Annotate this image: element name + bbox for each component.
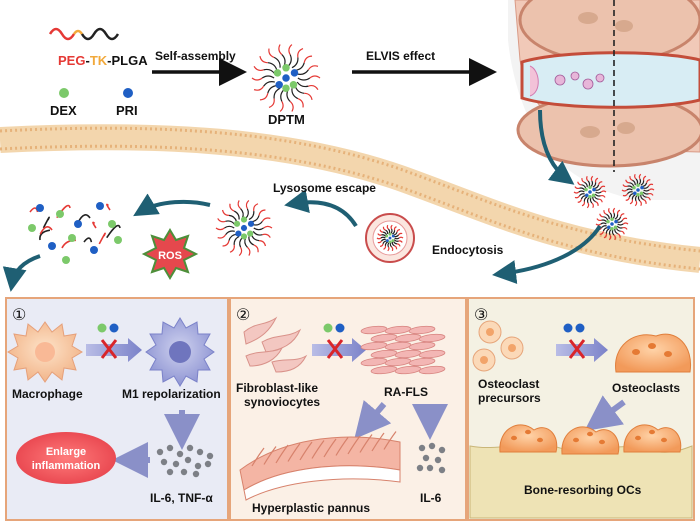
pannus-fibers-icon (251, 431, 397, 467)
bone-resorbing-osteoclasts-icon (499, 424, 682, 455)
disassembled-micelle-icon (28, 202, 122, 264)
macrophage-icon (7, 321, 83, 383)
tk-label: TK (90, 53, 108, 68)
blocked-arrow (312, 338, 366, 362)
joint-to-micelles-arrow (538, 109, 575, 185)
cytokine-dots-icon (156, 444, 214, 478)
dex-dot-icon (323, 323, 333, 333)
block-x-icon (568, 339, 586, 359)
polymer-chain-icon (48, 27, 120, 41)
enlarge-label: Enlarge (46, 446, 86, 458)
ros-star-icon (141, 228, 199, 280)
panel3-number: ③ (474, 307, 488, 324)
micelle-icon (215, 199, 273, 257)
plga-label: PLGA (112, 53, 149, 68)
pannus-arrow (354, 400, 392, 440)
lysosome-escape-arrow (284, 189, 358, 228)
blocked-arrow (556, 338, 608, 362)
pannus-tissue-icon (239, 436, 401, 501)
il6-dots-icon (416, 442, 446, 474)
pri-dot-icon (109, 323, 119, 333)
inflammation-label: inflammation (32, 460, 101, 472)
osteoclast-precursor-icon (472, 320, 524, 372)
bone-resorption-arrow (584, 395, 626, 432)
micelle-icon (376, 224, 404, 252)
macrophage-label: Macrophage (12, 387, 83, 401)
polymer-label: PEG-TK-PLGA (58, 53, 148, 68)
pri-dot-icon (575, 323, 585, 333)
rafls-label: RA-FLS (384, 385, 428, 399)
micelle-icon (595, 207, 629, 241)
self-assembly-label: Self-assembly (155, 49, 236, 63)
joint-illustration (508, 0, 700, 200)
dptm-micelle-icon (251, 44, 321, 112)
pri-dot-icon (563, 323, 573, 333)
m1-label: M1 repolarization (122, 387, 221, 401)
il6-label: IL-6 (420, 491, 442, 505)
micelle-icon (621, 173, 655, 207)
osteoclasts-label: Osteoclasts (612, 381, 680, 395)
micelle-icon (573, 175, 607, 209)
disassembly-arrow (133, 193, 211, 217)
block-x-icon (326, 339, 344, 359)
bone-surface (469, 443, 693, 519)
peg-label: PEG (58, 53, 85, 68)
pri-dot-icon (123, 88, 133, 98)
inflammation-blob (16, 432, 116, 484)
lysosome-escape-label: Lysosome escape (273, 181, 376, 195)
ra-fls-cells-icon (360, 325, 446, 375)
fibroblast-cells-icon (243, 316, 308, 373)
release-arrow (2, 254, 41, 292)
dptm-label: DPTM (268, 112, 305, 127)
dex-label: DEX (50, 103, 77, 118)
m1-macrophage-icon (145, 317, 215, 387)
block-x-icon (100, 339, 118, 359)
dex-dot-icon (59, 88, 69, 98)
endocytosis-arrow (492, 224, 602, 285)
pri-label: PRI (116, 103, 138, 118)
precursors-label-line2: precursors (478, 391, 541, 405)
elvis-label: ELVIS effect (366, 49, 435, 63)
dex-dot-icon (97, 323, 107, 333)
fls-label-line2: synoviocytes (244, 395, 320, 409)
cytokines-label: IL-6, TNF-α (150, 491, 213, 505)
fls-label-line1: Fibroblast-like (236, 381, 318, 395)
pannus-label: Hyperplastic pannus (252, 501, 370, 515)
ros-label: ROS (158, 250, 182, 262)
pri-dot-icon (335, 323, 345, 333)
panel1-number: ① (12, 307, 26, 324)
precursors-label-line1: Osteoclast (478, 377, 539, 391)
endocytosis-label: Endocytosis (432, 243, 504, 257)
osteoclast-icon (615, 333, 692, 373)
panel2-number: ② (236, 307, 250, 324)
blocked-arrow (86, 338, 142, 362)
bone-label: Bone-resorbing OCs (524, 483, 642, 497)
